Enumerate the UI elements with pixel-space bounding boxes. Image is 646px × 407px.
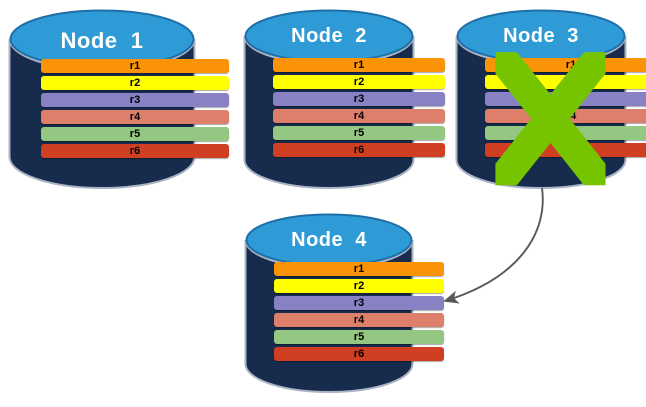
row-bar-r5[interactable]: r5 bbox=[274, 330, 444, 344]
cylinder-top-disc bbox=[456, 9, 626, 63]
row-bar-r3[interactable]: r3 bbox=[273, 92, 445, 106]
row-bar-r1[interactable]: r1 bbox=[273, 58, 445, 72]
row-bar-r6[interactable]: r6 bbox=[273, 143, 445, 157]
row-bar-r2[interactable]: r2 bbox=[41, 76, 229, 90]
row-bar-r4[interactable]: r4 bbox=[41, 110, 229, 124]
row-stack: r1 r2 r3 r4 r5 r6 bbox=[8, 59, 262, 158]
row-bar-r5[interactable]: r5 bbox=[41, 127, 229, 141]
row-stack: r1 r2 r3 r4 r5 r6 bbox=[243, 58, 475, 157]
row-bar-r4[interactable]: r4 bbox=[273, 109, 445, 123]
row-bar-r2[interactable]: r2 bbox=[274, 279, 444, 293]
row-bar-r6[interactable]: r6 bbox=[274, 347, 444, 361]
row-bar-r1[interactable]: r1 bbox=[485, 58, 646, 72]
row-bar-r2[interactable]: r2 bbox=[273, 75, 445, 89]
row-bar-r5[interactable]: r5 bbox=[485, 126, 646, 140]
row-bar-r5[interactable]: r5 bbox=[273, 126, 445, 140]
row-bar-r4[interactable]: r4 bbox=[485, 109, 646, 123]
row-bar-r3[interactable]: r3 bbox=[41, 93, 229, 107]
row-stack: r1 r2 r3 r4 r5 r6 bbox=[244, 262, 474, 361]
row-bar-r1[interactable]: r1 bbox=[274, 262, 444, 276]
row-bar-r6[interactable]: r6 bbox=[485, 143, 646, 157]
row-bar-r1[interactable]: r1 bbox=[41, 59, 229, 73]
row-stack: r1 r2 r3 r4 r5 r6 bbox=[455, 58, 646, 157]
cylinder-top-disc bbox=[244, 9, 414, 63]
row-bar-r3[interactable]: r3 bbox=[274, 296, 444, 310]
row-bar-r6[interactable]: r6 bbox=[41, 144, 229, 158]
cylinder-top-disc bbox=[245, 213, 413, 267]
row-bar-r2[interactable]: r2 bbox=[485, 75, 646, 89]
row-bar-r3[interactable]: r3 bbox=[485, 92, 646, 106]
row-bar-r4[interactable]: r4 bbox=[274, 313, 444, 327]
